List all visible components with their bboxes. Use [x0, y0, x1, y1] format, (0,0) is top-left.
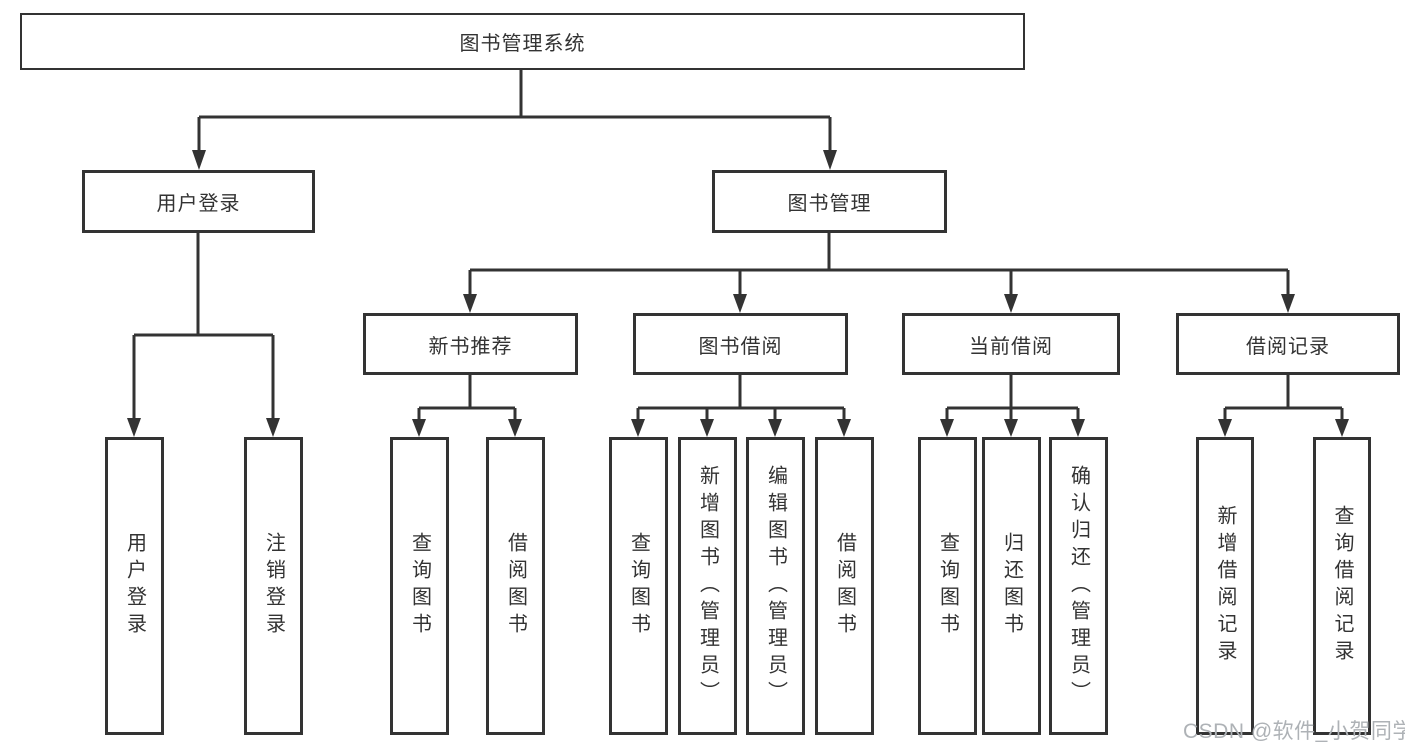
leaf-query-books-recommend: 查询图书 — [390, 437, 449, 735]
leaf-return-books-label: 归还图书 — [1000, 532, 1023, 640]
leaf-add-books-admin-label: 新增图书（管理员） — [696, 464, 719, 708]
node-user-login: 用户登录 — [82, 170, 315, 233]
node-root-label: 图书管理系统 — [459, 33, 586, 55]
leaf-confirm-return-admin: 确认归还（管理员） — [1049, 437, 1108, 735]
leaf-query-books-borrow: 查询图书 — [609, 437, 668, 735]
node-book-management: 图书管理 — [712, 170, 947, 233]
node-user-login-label: 用户登录 — [156, 193, 241, 215]
edge-root-to-level2 — [192, 70, 837, 170]
leaf-query-borrow-record-label: 查询借阅记录 — [1331, 505, 1353, 667]
node-new-book-recommend: 新书推荐 — [363, 313, 578, 375]
leaf-logout: 注销登录 — [244, 437, 303, 735]
edge-records-children — [1218, 375, 1349, 437]
leaf-borrow-books-recommend: 借阅图书 — [486, 437, 545, 735]
node-current-borrow: 当前借阅 — [902, 313, 1120, 375]
leaf-confirm-return-admin-label: 确认归还（管理员） — [1067, 464, 1090, 708]
node-current-borrow-label: 当前借阅 — [969, 335, 1053, 358]
edge-management-to-level3 — [463, 233, 1295, 313]
node-root: 图书管理系统 — [20, 13, 1025, 70]
leaf-add-borrow-record-label: 新增借阅记录 — [1214, 505, 1236, 667]
edge-current-children — [940, 375, 1085, 437]
csdn-watermark: CSDN @软件_小贺同学 — [1183, 720, 1405, 743]
node-book-borrow: 图书借阅 — [633, 313, 848, 375]
edge-recommend-children — [412, 375, 522, 437]
node-borrow-records-label: 借阅记录 — [1246, 335, 1330, 358]
node-borrow-records: 借阅记录 — [1176, 313, 1400, 375]
leaf-logout-label: 注销登录 — [262, 532, 285, 640]
leaf-return-books: 归还图书 — [982, 437, 1041, 735]
leaf-query-borrow-record: 查询借阅记录 — [1313, 437, 1371, 735]
leaf-user-login-label: 用户登录 — [123, 532, 146, 640]
leaf-edit-books-admin: 编辑图书（管理员） — [746, 437, 805, 735]
edge-borrow-children — [631, 375, 851, 437]
node-book-management-label: 图书管理 — [787, 193, 872, 215]
leaf-edit-books-admin-label: 编辑图书（管理员） — [764, 464, 787, 708]
leaf-query-books-borrow-label: 查询图书 — [627, 532, 650, 640]
node-book-borrow-label: 图书借阅 — [698, 335, 783, 358]
leaf-user-login: 用户登录 — [105, 437, 164, 735]
leaf-borrow-books-label: 借阅图书 — [833, 532, 856, 640]
edge-login-children — [127, 233, 280, 437]
leaf-query-books-current: 查询图书 — [918, 437, 977, 735]
leaf-borrow-books: 借阅图书 — [815, 437, 874, 735]
leaf-borrow-books-recommend-label: 借阅图书 — [504, 532, 527, 640]
node-new-book-recommend-label: 新书推荐 — [428, 335, 513, 358]
leaf-query-books-recommend-label: 查询图书 — [408, 532, 431, 640]
leaf-add-books-admin: 新增图书（管理员） — [678, 437, 737, 735]
leaf-query-books-current-label: 查询图书 — [936, 532, 959, 640]
leaf-add-borrow-record: 新增借阅记录 — [1196, 437, 1254, 735]
